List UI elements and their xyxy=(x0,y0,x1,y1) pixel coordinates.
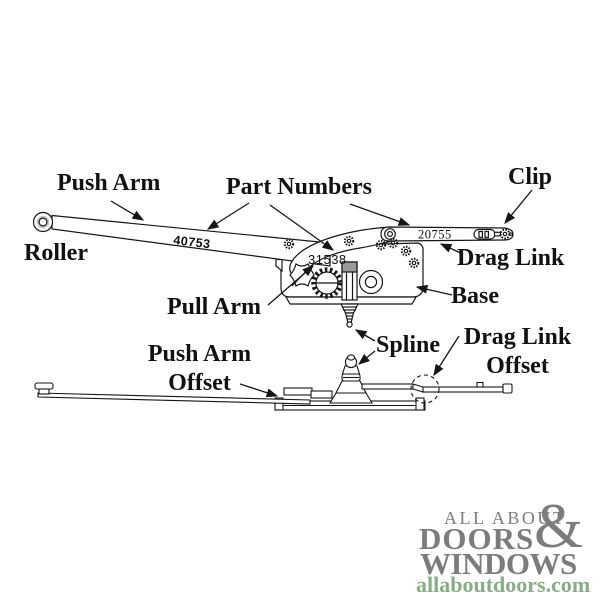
lower-spline-drawing xyxy=(329,354,373,404)
lower-operator-drawing xyxy=(34,354,513,411)
label-part-numbers: Part Numbers xyxy=(226,174,372,200)
label-push-arm-offset-line1: Push Arm xyxy=(147,341,252,367)
push-arm-offset-pointer xyxy=(239,383,279,398)
label-clip: Clip xyxy=(508,164,553,190)
label-push-arm-offset: Push Arm Offset xyxy=(142,340,257,398)
label-drag-link-offset-line1: Drag Link xyxy=(463,324,572,350)
offset-highlight-circle xyxy=(410,374,440,404)
roller-drawing xyxy=(32,211,54,233)
part-number-20755: 20755 xyxy=(418,228,452,242)
part-number-40753: 40753 xyxy=(173,233,212,251)
label-pull-arm: Pull Arm xyxy=(167,294,261,320)
part-number-pointer-40753 xyxy=(206,202,250,230)
lower-drag-link-drawing xyxy=(361,381,513,394)
screws-drawing xyxy=(283,235,420,269)
upper-operator-drawing xyxy=(32,211,514,328)
ring-boss-drawing xyxy=(358,269,384,295)
pull-arm-pointer xyxy=(267,265,314,306)
gear-drawing xyxy=(311,267,343,299)
drag-link-drawing xyxy=(380,226,514,242)
logo-ampersand: & xyxy=(534,491,584,561)
logo-windows: WINDOWS xyxy=(420,546,577,581)
part-number-pointer-31538 xyxy=(269,204,335,251)
label-spline: Spline xyxy=(376,332,441,358)
part-number-pointer-20755 xyxy=(349,203,411,226)
pointer-arrows xyxy=(110,189,533,398)
label-drag-link-offset-line2: Offset xyxy=(486,353,549,379)
spline-pointer-upper xyxy=(354,329,376,342)
logo-website: allaboutdoors.com xyxy=(416,572,591,597)
drag-link-pointer xyxy=(439,243,464,255)
spline-pointer-lower xyxy=(357,350,376,365)
push-arm-pointer xyxy=(110,200,145,221)
part-number-31538: 31538 xyxy=(308,252,347,267)
logo-doors: DOORS xyxy=(419,521,535,556)
label-drag-link: Drag Link xyxy=(457,245,565,271)
label-push-arm-offset-line2: Offset xyxy=(168,370,231,396)
clip-pointer xyxy=(504,189,533,225)
drag-link-offset-pointer xyxy=(433,335,460,377)
label-drag-link-offset: Drag Link Offset xyxy=(455,323,580,381)
spline-shaft-drawing xyxy=(340,261,359,328)
screw-centers xyxy=(286,238,417,266)
label-push-arm: Push Arm xyxy=(57,170,161,196)
label-base: Base xyxy=(451,283,499,309)
logo-all-about: ALL ABOUT xyxy=(444,508,567,528)
label-roller: Roller xyxy=(24,240,88,266)
base-pointer xyxy=(415,284,453,296)
